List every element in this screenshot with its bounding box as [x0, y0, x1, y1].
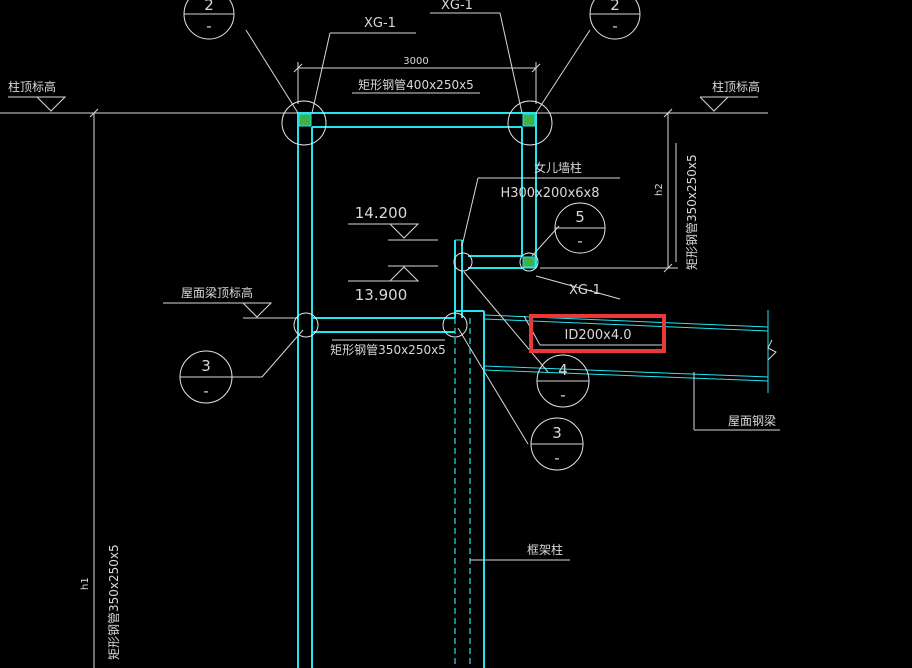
joint-circle-parapet-top [453, 252, 473, 272]
node-top-left [298, 113, 312, 127]
node-top-right [522, 113, 536, 127]
left-column-label: 矩形钢管350x250x5 [106, 544, 121, 660]
parapet-section: H300x200x6x8 [500, 186, 599, 201]
mid-beam-label: 矩形钢管350x250x5 [330, 342, 446, 357]
marker-number: 3 [201, 357, 211, 375]
elev-14200-triangle [389, 223, 420, 239]
marker-sheet: - [612, 17, 617, 35]
marker-4-leader [463, 271, 549, 373]
xg-top-left-leader [311, 32, 331, 114]
joint-circle-top-left [281, 100, 327, 146]
detail-marker-2-right[interactable]: 2 - [589, 0, 641, 40]
detail-marker-3-right[interactable]: 3 - [530, 417, 584, 471]
joint-circle-right-mid [442, 312, 468, 338]
purlin-label: ID200x4.0 [564, 328, 631, 343]
elev-triangle-left [36, 96, 67, 112]
top-beam-label: 矩形钢管400x250x5 [358, 77, 474, 92]
marker-sheet: - [554, 449, 559, 467]
marker-number: 4 [558, 361, 568, 379]
xg-mid-leader [535, 275, 621, 300]
marker-5-leader [531, 225, 560, 257]
elevation-14200: 14.200 [355, 204, 408, 222]
roof-beam-top-elev-label: 屋面梁顶标高 [181, 285, 253, 300]
parapet-title: 女儿墙柱 [534, 160, 582, 175]
marker-3-left-leader [261, 329, 304, 378]
h2-tick-bottom [663, 263, 673, 273]
marker-2-left-leader [245, 29, 299, 114]
highlight-box [529, 314, 666, 353]
marker-sheet: - [203, 382, 208, 400]
marker-sheet: - [560, 386, 565, 404]
elev-triangle-roof-beam [242, 302, 273, 318]
roof-steel-beam-label: 屋面钢梁 [728, 413, 776, 428]
xg-top-right-leader [499, 12, 523, 114]
marker-3-right-leader [457, 327, 529, 445]
marker-sheet: - [577, 232, 582, 250]
roof-line-bottom-1 [483, 365, 769, 378]
right-column-label: 矩形钢管350x250x5 [684, 154, 699, 270]
dim-3000-label: 3000 [403, 56, 428, 67]
annotation-geometry [0, 12, 780, 668]
dim-3000-tick-left [293, 63, 303, 73]
marker-number: 3 [552, 424, 562, 442]
detail-marker-2-left[interactable]: 2 - [183, 0, 235, 40]
col-top-elev-label-right: 柱顶标高 [712, 79, 760, 94]
node-short-beam [522, 256, 536, 268]
marker-sheet: - [206, 17, 211, 35]
joint-circle-left-mid [293, 312, 319, 338]
roof-line-bottom-2 [483, 369, 769, 382]
joint-circle-top-right [507, 100, 553, 146]
h2-label: h2 [654, 183, 665, 196]
detail-marker-5[interactable]: 5 - [554, 202, 606, 254]
detail-marker-4[interactable]: 4 - [536, 354, 590, 408]
text-labels: XG-1 XG-1 3000 矩形钢管400x250x5 柱顶标高 柱顶标高 矩… [8, 0, 776, 660]
joint-circle-short-beam [519, 252, 539, 272]
marker-2-right-leader [535, 29, 591, 114]
detail-marker-3-left[interactable]: 3 - [179, 350, 233, 404]
xg1-label-top-left: XG-1 [364, 16, 396, 31]
h1-label: h1 [80, 577, 91, 590]
elev-13900-triangle [389, 266, 420, 282]
col-top-elev-label-left: 柱顶标高 [8, 79, 56, 94]
parapet-leader [461, 177, 479, 247]
h1-tick-top [89, 108, 99, 118]
marker-number: 2 [610, 0, 620, 14]
elev-triangle-right [699, 96, 730, 112]
dim-3000-tick-right [531, 63, 541, 73]
frame-column-label: 框架柱 [527, 542, 563, 557]
elevation-13900: 13.900 [355, 286, 408, 304]
xg1-label-top-right: XG-1 [441, 0, 473, 13]
h2-tick-top [663, 108, 673, 118]
marker-number: 2 [204, 0, 214, 14]
xg1-label-mid: XG-1 [569, 283, 601, 298]
marker-number: 5 [575, 208, 585, 226]
break-mark [767, 339, 777, 361]
